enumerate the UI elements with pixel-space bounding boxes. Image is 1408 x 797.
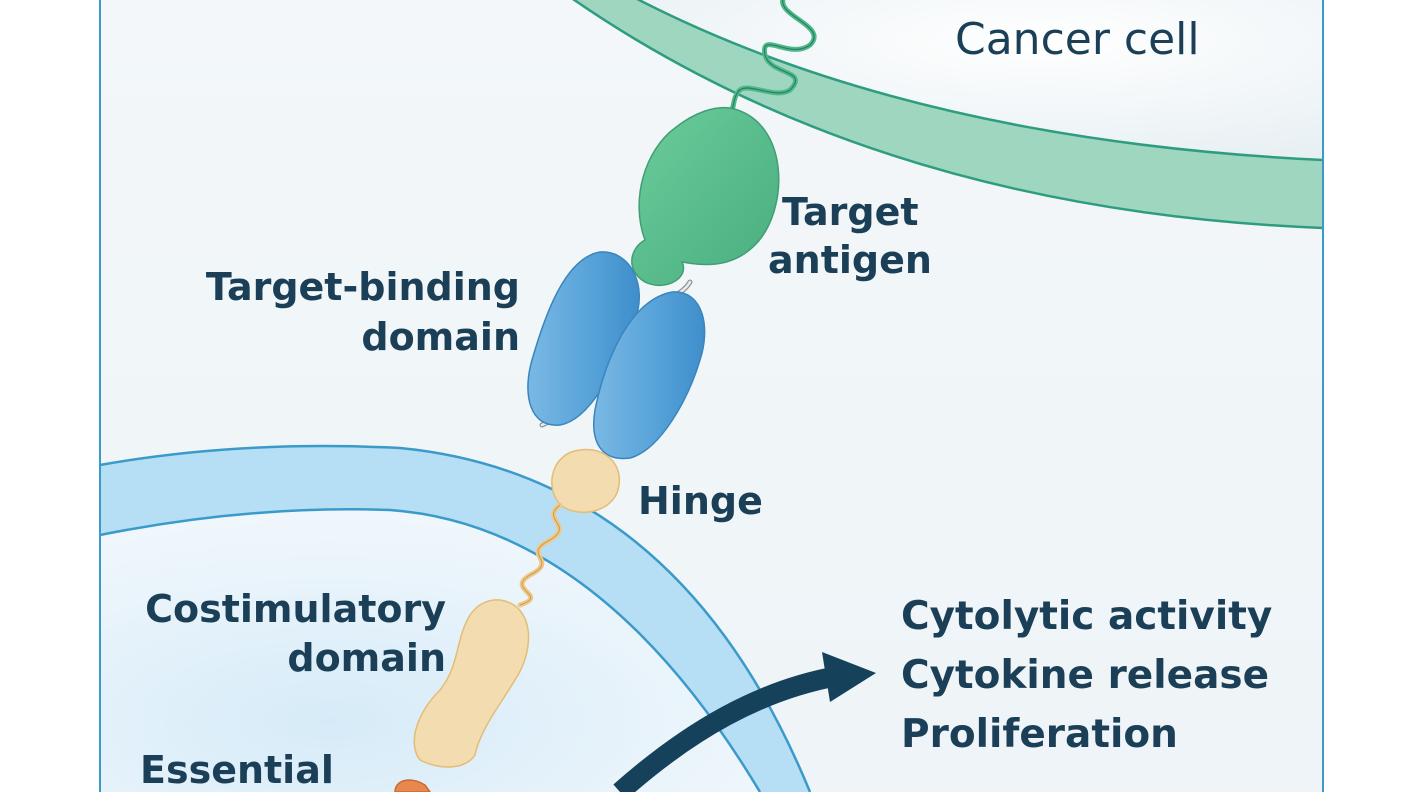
costimulatory-domain-label-line2: domain [287,636,446,680]
cancer-cell-interior [639,0,1323,160]
hinge-shape [551,448,621,513]
t-membrane-inner-edge [99,508,762,793]
costimulatory-domain-shape [413,599,530,768]
cancer-cell-label: Cancer cell [955,14,1200,65]
essential-domain-shape [394,779,432,793]
cancer-membrane-inner-edge [572,0,1324,230]
target-antigen-label-line1: Target [782,190,919,234]
t-cell-interior [100,509,760,792]
target-binding-domain-label-line1: Target-binding [205,265,520,309]
binding-domain-lobe-left [527,251,640,426]
antigen-ribbon-outline [729,0,815,113]
signaling-arrowhead [822,652,876,702]
binding-domain-lobe-right [593,291,706,460]
outcome-proliferation: Proliferation [901,712,1178,757]
costimulatory-domain-label-line1: Costimulatory [145,587,446,631]
target-antigen-shape [631,106,780,287]
outcome-cytokine-release: Cytokine release [901,653,1270,698]
t-membrane-outer-edge [99,444,812,793]
target-antigen-label-line2: antigen [768,238,932,282]
car-ribbon-outline [519,504,561,606]
cancer-cell-membrane [574,0,1323,228]
cancer-membrane-outer-edge [636,0,1324,162]
essential-label: Essential [140,748,334,792]
target-binding-domain-label-line2: domain [361,315,520,359]
outcome-cytolytic-activity: Cytolytic activity [901,594,1273,639]
signaling-arrow-shaft [613,666,840,797]
hinge-label: Hinge [638,479,763,523]
